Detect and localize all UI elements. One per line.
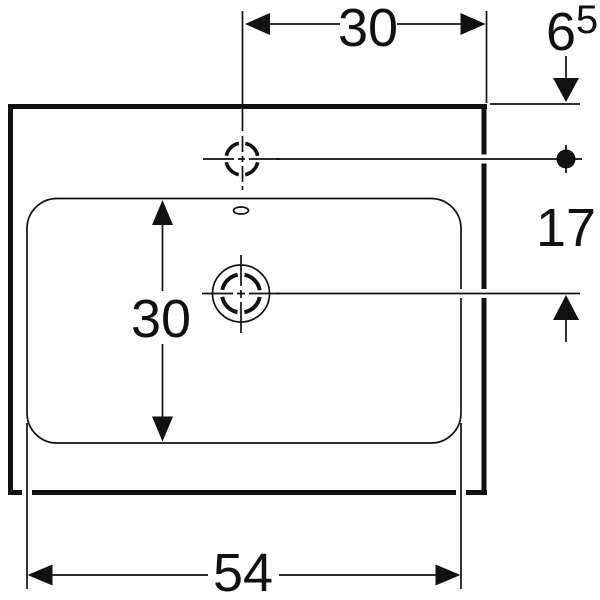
right-arrowhead	[460, 13, 486, 35]
dim-tap-to-drain-label: 17	[536, 198, 596, 258]
dim-tap-offset-superscript: 5	[576, 0, 598, 42]
faucet-hole	[203, 136, 280, 190]
drain-hole	[202, 255, 280, 333]
ceramic-outline	[8, 104, 487, 495]
left-arrowhead	[27, 564, 53, 586]
dim-overall-width: 54	[26, 423, 462, 600]
reference-dot	[556, 149, 576, 169]
dim-tap-offset-label: 6	[546, 2, 576, 62]
dim-tap-to-drain: 17	[276, 145, 596, 342]
dim-top-width-label: 30	[338, 0, 398, 58]
left-arrowhead	[245, 13, 270, 35]
dim-bowl-depth-label: 30	[131, 289, 191, 349]
right-arrowhead	[435, 564, 461, 586]
overflow-slot	[232, 206, 250, 215]
up-arrowhead	[553, 295, 579, 320]
dim-top-width: 30	[241, 0, 488, 131]
dim-bowl-depth: 30	[131, 200, 191, 442]
down-arrowhead	[152, 416, 173, 442]
dim-overall-width-label: 54	[213, 543, 273, 600]
bowl-outline	[26, 197, 462, 444]
dim-tap-offset: 6 5	[490, 0, 598, 105]
down-arrowhead	[553, 78, 579, 102]
up-arrowhead	[152, 200, 173, 225]
